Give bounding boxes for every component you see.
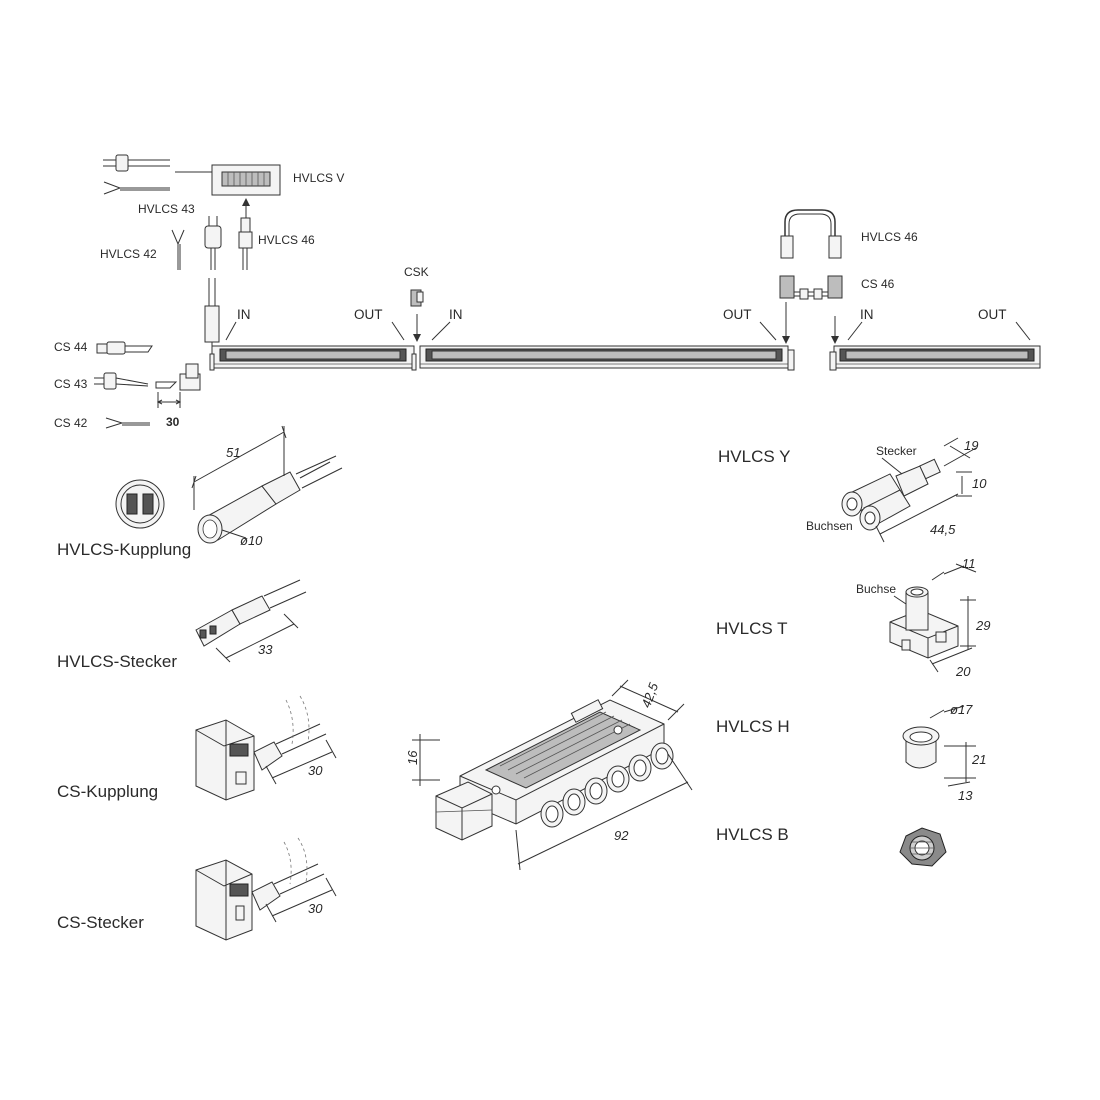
csk-connector [410,289,424,307]
dim-y-height: 10 [972,476,987,491]
hvlcs-y-drawing [841,457,941,531]
kupplung-drawing [197,455,343,544]
distributor-sockets [540,742,674,828]
dim-t-height: 29 [975,618,990,633]
dim-h-length: 13 [958,788,973,803]
label-hvlcs-y: HVLCS Y [718,447,790,466]
cs-43-cable [94,372,178,390]
kupplung-dia-leader [221,529,247,539]
leader-out-3 [1015,321,1031,341]
label-hvlcs-b: HVLCS B [716,825,789,844]
cs-46-bridge [779,275,843,300]
leader-in-3 [847,321,863,341]
dim-distributor-depth: 42,5 [638,680,661,710]
label-hvlcs-46-right: HVLCS 46 [861,230,918,244]
light-profile-2 [419,345,795,371]
hvlcs-46-cable-left [238,217,253,270]
label-stecker: HVLCS-Stecker [57,652,177,671]
cs43-offset-dim [156,392,182,408]
hvlcs-h-dims [929,705,976,787]
dim-t-width: 11 [962,556,976,571]
label-in-1: IN [237,307,251,322]
light-profile-3 [829,345,1041,371]
leader-out-2 [759,321,777,341]
hvlcs-b-nut-icon [899,827,947,867]
hvlcs-42-cable [171,229,185,270]
label-t-buchse: Buchse [856,582,896,596]
cs-stecker-dim-30 [265,877,337,923]
label-hvlcs-43: HVLCS 43 [138,202,195,216]
stecker-drawing [195,579,307,647]
label-cs-stecker: CS-Stecker [57,913,144,932]
label-out-1: OUT [354,307,383,322]
distributor-drawing [435,699,665,841]
leader-in-2 [431,321,451,341]
distributor-dim-42-5 [611,679,685,721]
label-csk: CSK [404,265,429,279]
distributor-dim-16 [412,734,440,786]
dim-distributor-length: 92 [614,828,629,843]
hvlcs-h-drawing [902,726,940,769]
label-in-2: IN [449,307,463,322]
label-hvlcs-t: HVLCS T [716,619,788,638]
dim-stecker-length: 33 [258,642,273,657]
light-profile-1 [209,345,417,371]
kupplung-front-icon [115,479,165,529]
label-cs-43: CS 43 [54,377,88,391]
mains-plug-icon [103,154,170,172]
label-cs-46: CS 46 [861,277,895,291]
label-cs-44: CS 44 [54,340,88,354]
dim-cs43-offset: 30 [166,415,180,429]
cs-42-cable [105,417,150,429]
distributor-dim-92 [515,753,693,871]
label-hvlcs-h: HVLCS H [716,717,790,736]
dim-kupplung-length: 51 [226,445,240,460]
label-hvlcs-46-left: HVLCS 46 [258,233,315,247]
label-out-2: OUT [723,307,752,322]
hvlcs-v-box [211,164,281,196]
label-hvlcs-v: HVLCS V [293,171,344,185]
cs-stecker-drawing [195,837,325,941]
hvlcs-t-dims [929,563,977,673]
leader-out-1 [391,321,405,341]
dim-distributor-height: 16 [405,750,420,765]
cs-43-angle-plug [179,363,201,391]
cs-44-cable [96,341,153,355]
dim-y-length: 44,5 [930,522,956,537]
dim-h-height: 21 [971,752,986,767]
label-hvlcs-42: HVLCS 42 [100,247,157,261]
open-wire-icon [103,181,170,195]
dim-t-length: 20 [955,664,971,679]
stecker-dim-33 [215,613,299,663]
dim-y-width: 19 [964,438,978,453]
dim-cs-stecker-length: 30 [308,901,323,916]
leader-in-1 [225,321,237,341]
dim-h-diameter: ø17 [950,702,973,717]
label-cs-42: CS 42 [54,416,88,430]
hvlcs-t-drawing [889,586,959,659]
hvlcs-43-cable [204,216,222,270]
label-y-buchsen: Buchsen [806,519,853,533]
dim-cs-kupplung-length: 30 [308,763,323,778]
label-y-stecker: Stecker [876,444,917,458]
cs-kupplung-drawing [195,695,327,801]
hvlcs-y-dims [875,437,977,543]
kupplung-dim-51 [191,425,287,510]
label-cs-kupplung: CS-Kupplung [57,782,158,801]
feed-cable [204,278,220,356]
label-kupplung: HVLCS-Kupplung [57,540,191,559]
hvlcs-46-bridge [780,209,842,259]
label-out-3: OUT [978,307,1007,322]
dim-kupplung-diameter: ø10 [240,533,263,548]
label-in-3: IN [860,307,874,322]
cs-kupplung-dim-30 [265,739,337,785]
